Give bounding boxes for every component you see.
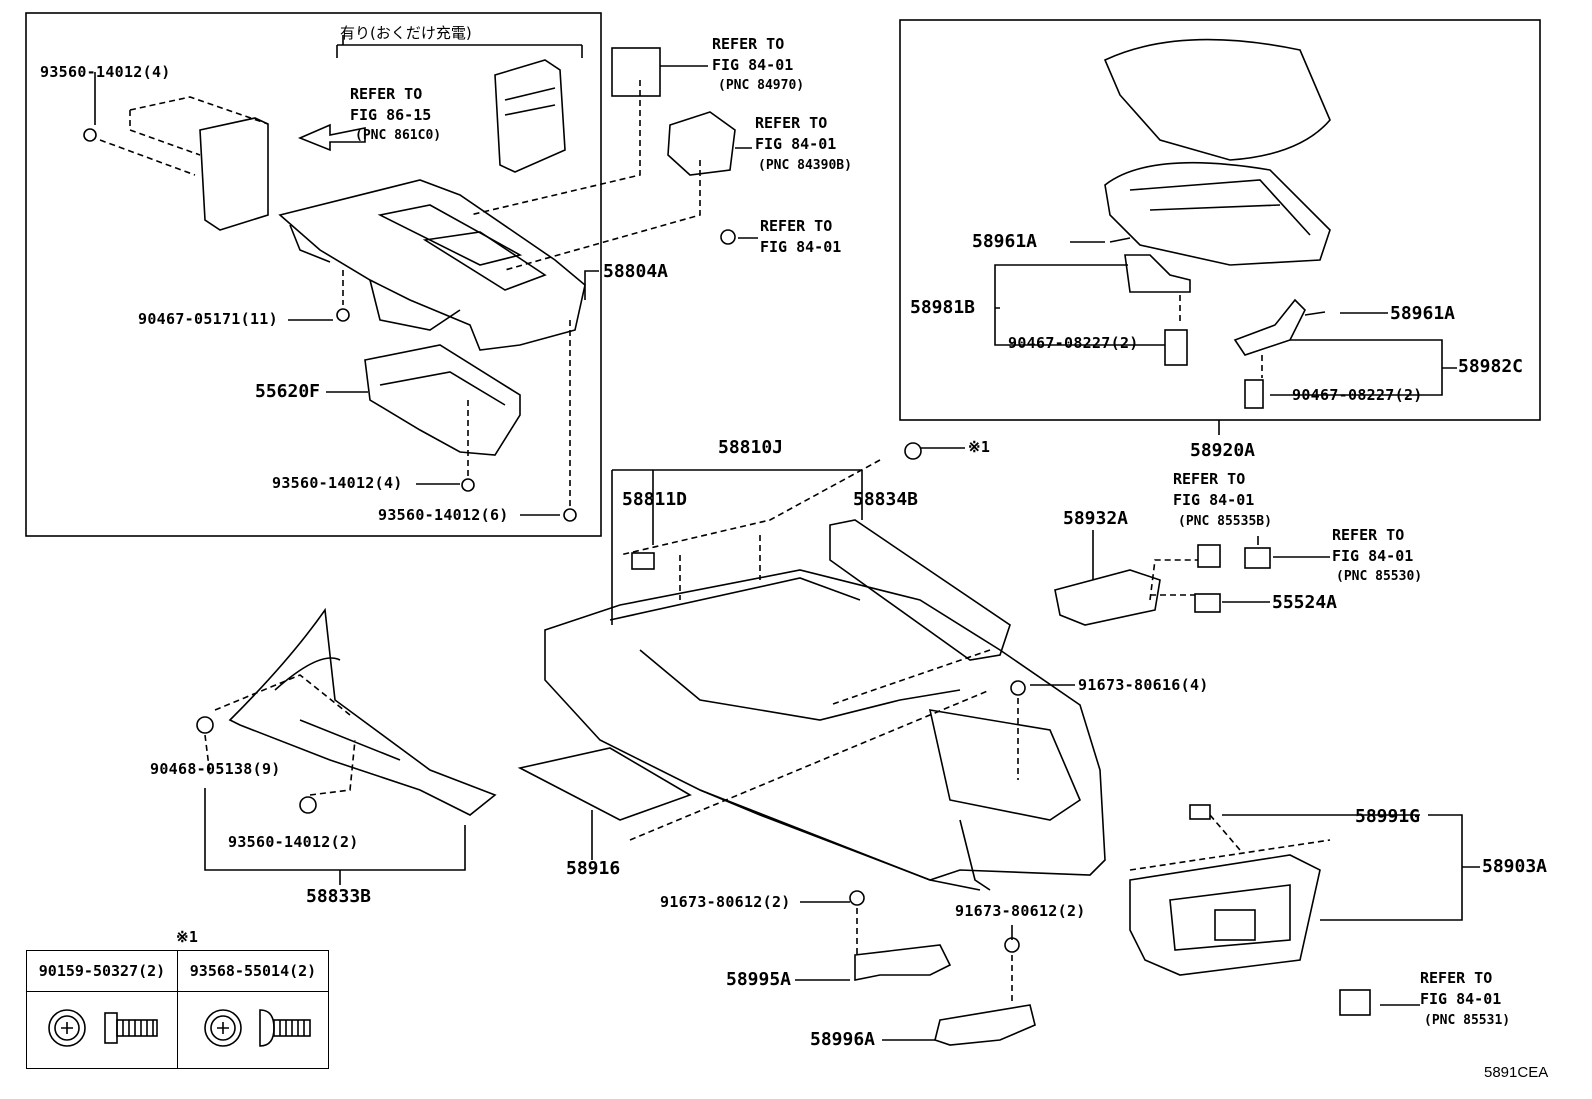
bracket-58996a-shape	[934, 1004, 1036, 1046]
part-label-58961A-b[interactable]: 58961A	[1390, 303, 1456, 324]
side-panel-shape	[228, 607, 497, 816]
part-label-58833B[interactable]: 58833B	[306, 886, 372, 907]
part-label-90467-05171[interactable]: 90467-05171(11)	[138, 310, 278, 328]
switch-84390b-shape	[667, 111, 736, 176]
part-label-58996A[interactable]: 58996A	[810, 1029, 876, 1050]
part-label-58903A[interactable]: 58903A	[1482, 856, 1548, 877]
refer-84-01-line2[interactable]: FIG 84-01	[760, 238, 842, 256]
rear-pocket-shape	[1129, 854, 1321, 976]
main-console-shape	[544, 569, 1106, 891]
switch-84970-shape	[611, 47, 661, 97]
part-label-58991G[interactable]: 58991G	[1355, 806, 1421, 827]
refer-85531-pnc: (PNC 85531)	[1424, 1013, 1511, 1028]
part-label-58961A-a[interactable]: 58961A	[972, 231, 1038, 252]
mat-shape	[517, 747, 692, 821]
part-label-93560-14012-2[interactable]: 93560-14012(2)	[228, 833, 359, 851]
part-label-58932A[interactable]: 58932A	[1063, 508, 1129, 529]
armrest-lid-shape	[1103, 38, 1331, 161]
bracket-58995a-shape	[854, 944, 952, 981]
side-rail-shape	[829, 519, 1011, 661]
upper-left-group-box	[25, 12, 602, 537]
refer-fig-86-15-pnc: (PNC 861C0)	[355, 128, 442, 143]
cover-plate-shape	[199, 117, 269, 231]
part-label-58920A[interactable]: 58920A	[1190, 440, 1256, 461]
refer-84970-line1[interactable]: REFER TO	[712, 35, 785, 53]
flange-bolt-icon	[26, 991, 178, 1069]
diagram-code: 5891CEA	[1484, 1064, 1549, 1081]
refer-85531-line2[interactable]: FIG 84-01	[1420, 990, 1502, 1008]
upper-console-box-shape	[278, 179, 586, 351]
part-label-91673-80612-b[interactable]: 91673-80612(2)	[955, 902, 1086, 920]
part-label-90467-08227-a[interactable]: 90467-08227(2)	[1008, 334, 1139, 352]
pan-head-screw-icon	[177, 991, 329, 1069]
refer-85535b-line2[interactable]: FIG 84-01	[1173, 491, 1255, 509]
part-label-58995A[interactable]: 58995A	[726, 969, 792, 990]
armrest-group-box	[899, 19, 1541, 421]
refer-fig-86-15-line2[interactable]: FIG 86-15	[350, 106, 432, 124]
refer-85530-pnc: (PNC 85530)	[1336, 569, 1423, 584]
cup-holder-shape	[364, 344, 521, 456]
legend-mark: ※1	[176, 928, 199, 946]
refer-85535b-pnc: (PNC 85535B)	[1178, 514, 1272, 529]
fastener-legend-table: 90159-50327(2) 93568-55014(2)	[26, 950, 329, 1069]
part-label-58804A[interactable]: 58804A	[603, 261, 669, 282]
refer-85535b-line1[interactable]: REFER TO	[1173, 470, 1246, 488]
part-label-58834B[interactable]: 58834B	[853, 489, 919, 510]
part-label-91673-80616[interactable]: 91673-80616(4)	[1078, 676, 1209, 694]
refer-85531-line1[interactable]: REFER TO	[1420, 969, 1493, 987]
wireless-charger-shape	[494, 59, 566, 173]
part-label-55524A[interactable]: 55524A	[1272, 592, 1338, 613]
switch-panel-shape	[1054, 569, 1161, 626]
refer-84970-pnc: (PNC 84970)	[718, 78, 805, 93]
part-label-91673-80612-a[interactable]: 91673-80612(2)	[660, 893, 791, 911]
part-label-58916[interactable]: 58916	[566, 858, 621, 879]
part-label-90467-08227-b[interactable]: 90467-08227(2)	[1292, 386, 1423, 404]
note-mark-1: ※1	[968, 438, 991, 456]
refer-84390b-line2[interactable]: FIG 84-01	[755, 135, 837, 153]
refer-84390b-line1[interactable]: REFER TO	[755, 114, 828, 132]
hinge-left-shape	[1124, 254, 1191, 293]
armrest-base-shape	[1104, 161, 1331, 266]
part-label-90468-05138[interactable]: 90468-05138(9)	[150, 760, 281, 778]
refer-85530-line2[interactable]: FIG 84-01	[1332, 547, 1414, 565]
part-label-55620F[interactable]: 55620F	[255, 381, 321, 402]
legend-col1-part[interactable]: 90159-50327(2)	[26, 950, 178, 992]
hinge-right-shape	[1233, 298, 1306, 356]
refer-84390b-pnc: (PNC 84390B)	[758, 158, 852, 173]
refer-84-01-line1[interactable]: REFER TO	[760, 217, 833, 235]
part-label-58982C[interactable]: 58982C	[1458, 356, 1524, 377]
refer-84970-line2[interactable]: FIG 84-01	[712, 56, 794, 74]
refer-fig-86-15-line1[interactable]: REFER TO	[350, 85, 423, 103]
legend-col2-part[interactable]: 93568-55014(2)	[177, 950, 329, 992]
direction-arrow-shape	[297, 123, 366, 152]
part-label-58981B[interactable]: 58981B	[910, 297, 976, 318]
refer-85530-line1[interactable]: REFER TO	[1332, 526, 1405, 544]
part-label-58811D[interactable]: 58811D	[622, 489, 688, 510]
wireless-charging-note: 有り(おくだけ充電)	[340, 24, 472, 42]
part-label-93560-14012-4a[interactable]: 93560-14012(4)	[40, 63, 171, 81]
part-label-93560-14012-6[interactable]: 93560-14012(6)	[378, 506, 509, 524]
part-label-93560-14012-4b[interactable]: 93560-14012(4)	[272, 474, 403, 492]
part-label-58810J[interactable]: 58810J	[718, 437, 784, 458]
